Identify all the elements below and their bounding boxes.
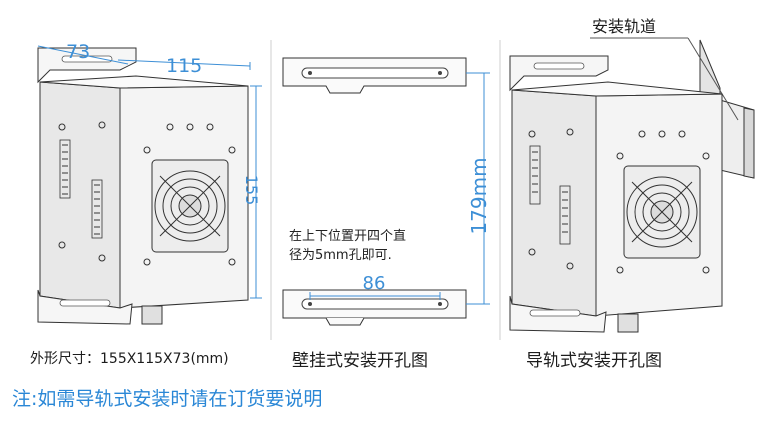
dim-height-label: 155 <box>242 175 261 206</box>
fan-icon-right <box>623 165 701 259</box>
wall-mount-plate-bottom <box>282 289 467 326</box>
fan-icon <box>151 159 229 253</box>
right-device: 安装轨道 <box>509 17 755 333</box>
dim-depth-label: 73 <box>66 41 90 63</box>
caption-wall-mount: 壁挂式安装开孔图 <box>292 351 428 371</box>
dim-slot-length-label: 86 <box>363 273 386 294</box>
footer-note: 注:如需导轨式安装时请在订货要说明 <box>12 388 323 410</box>
rail-label: 安装轨道 <box>592 17 656 36</box>
wall-mount-dimensions: 179mm 86 <box>309 72 491 305</box>
hole-note-line2: 径为5mm孔即可. <box>289 248 392 263</box>
left-device <box>37 47 249 325</box>
left-dimensions: 73 115 155 <box>37 41 262 299</box>
bottom-bracket <box>37 289 163 325</box>
side-vents <box>58 121 106 262</box>
dim-slot-spacing-label: 179mm <box>467 157 491 234</box>
caption-outer-size: 外形尺寸：155X115X73(mm) <box>30 351 229 367</box>
rail-leader-line <box>687 37 739 121</box>
wall-mount-plate-top <box>282 57 467 94</box>
hole-note-line1: 在上下位置开四个直 <box>289 229 406 244</box>
caption-rail-mount: 导轨式安装开孔图 <box>526 351 662 371</box>
dim-width-label: 115 <box>166 55 202 77</box>
